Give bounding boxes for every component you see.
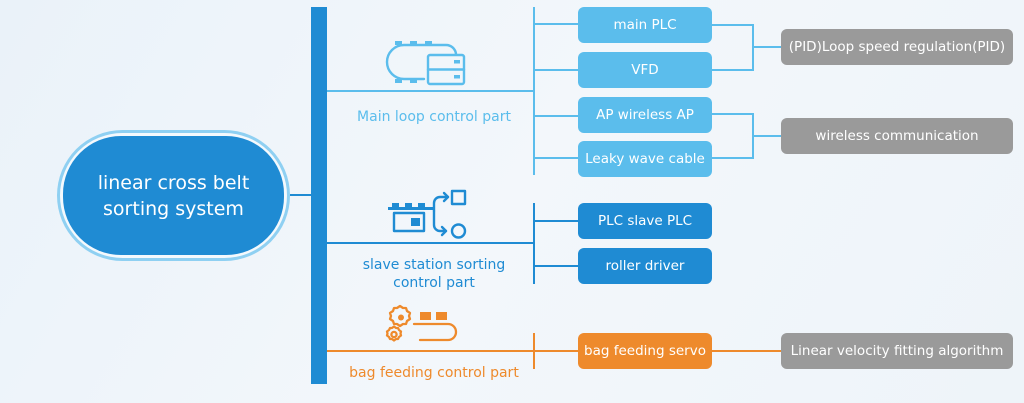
bag-feeding-branch-line (327, 350, 578, 352)
node-plc-slave-plc[interactable]: PLC slave PLC (578, 203, 712, 239)
sorting-diverter-icon (388, 189, 467, 239)
trunk-bar (311, 7, 327, 384)
slave-branch-line (327, 242, 534, 244)
slave-label: slave station sorting control part (334, 256, 534, 292)
node-roller-driver[interactable]: roller driver (578, 248, 712, 284)
loop-server-icon (385, 41, 466, 86)
root-label-line2: sorting system (103, 197, 244, 220)
gear-conveyor-icon (385, 304, 458, 342)
node-vfd[interactable]: VFD (578, 52, 712, 88)
node-leaky-wave-cable[interactable]: Leaky wave cable (578, 141, 712, 177)
bracket-wireless-top (712, 113, 753, 115)
tap-slave-plc (533, 220, 578, 222)
node-ap-wireless[interactable]: AP wireless AP (578, 97, 712, 133)
bracket-wireless-bottom (712, 157, 753, 159)
bracket-pid-out (752, 46, 781, 48)
node-bag-feeding-servo[interactable]: bag feeding servo (578, 333, 712, 369)
tap-main-plc (533, 23, 578, 25)
slave-spine (533, 203, 535, 284)
tap-roller-driver (533, 265, 578, 267)
bracket-wireless-out (752, 135, 781, 137)
main-loop-label: Main loop control part (357, 109, 511, 125)
root-connector (290, 194, 312, 196)
slave-label-line1: slave station sorting (362, 257, 506, 273)
bracket-pid-top (712, 24, 753, 26)
bag-feeding-label: bag feeding control part (349, 365, 519, 381)
main-loop-branch-line (327, 90, 534, 92)
node-main-plc[interactable]: main PLC (578, 7, 712, 43)
bag-feeding-spine (533, 333, 535, 369)
tap-ap (533, 115, 578, 117)
root-node-body: linear cross belt sorting system (63, 136, 284, 255)
group-pid-loop-speed[interactable]: (PID)Loop speed regulation(PID) (781, 29, 1013, 65)
bracket-pid-bottom (712, 69, 753, 71)
tap-leaky (533, 157, 578, 159)
group-wireless-communication[interactable]: wireless communication (781, 118, 1013, 154)
slave-label-line2: control part (393, 275, 475, 291)
root-label-line1: linear cross belt (97, 171, 250, 194)
group-linear-velocity-fitting[interactable]: Linear velocity fitting algorithm (781, 333, 1013, 369)
root-node: linear cross belt sorting system (57, 130, 290, 261)
bag-feeding-out (712, 350, 781, 352)
main-loop-spine (533, 7, 535, 175)
tap-vfd (533, 69, 578, 71)
